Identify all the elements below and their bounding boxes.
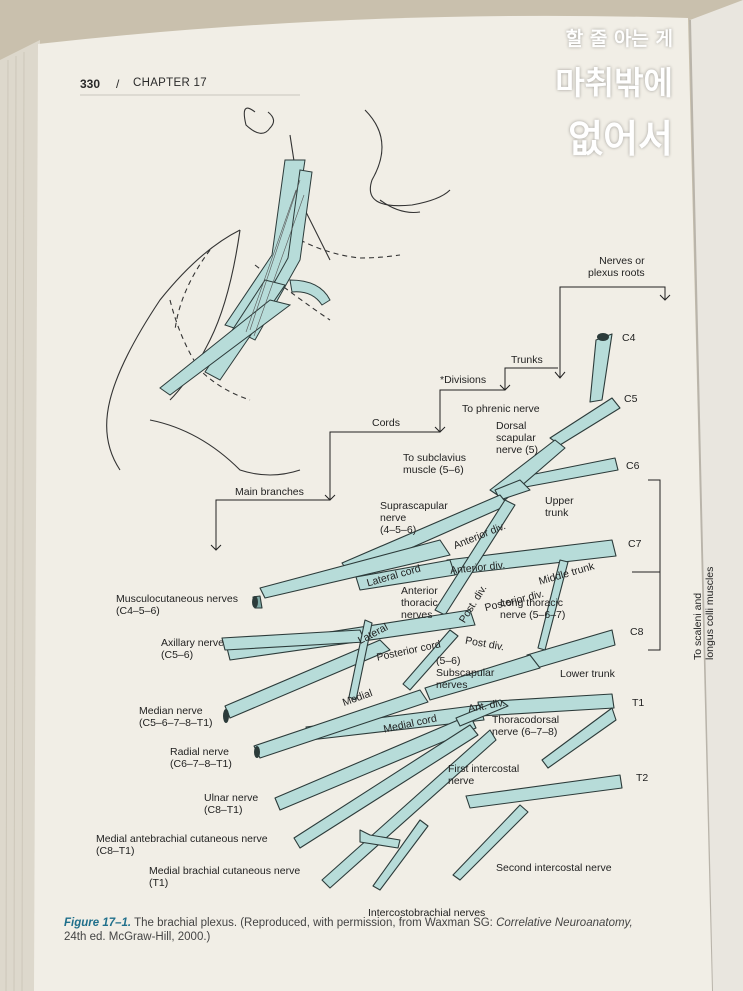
label-main-branches: Main branches bbox=[235, 486, 304, 498]
page-number: 330 bbox=[80, 77, 101, 91]
label-subscapular: (5–6) Subscapular nerves bbox=[436, 655, 495, 691]
label-thoracodorsal: Thoracodorsal nerve (6–7–8) bbox=[492, 714, 560, 738]
label-divisions: *Divisions bbox=[440, 374, 487, 386]
header-separator: / bbox=[116, 77, 120, 91]
label-c6: C6 bbox=[626, 460, 640, 472]
label-axillary: Axillary nerve (C5–6) bbox=[161, 637, 225, 661]
label-med-antebrachial: Medial antebrachial cutaneous nerve (C8–… bbox=[96, 833, 268, 857]
label-intercostobrachial: Intercostobrachial nerves bbox=[368, 907, 486, 919]
caption-book: Correlative Neuroanatomy, bbox=[496, 917, 633, 929]
label-c7: C7 bbox=[628, 538, 642, 550]
figure-caption: Figure 17–1. The brachial plexus. (Repro… bbox=[64, 916, 714, 944]
label-upper-trunk: Upper trunk bbox=[545, 495, 574, 519]
label-dorsal-scapular: Dorsal scapular nerve (5) bbox=[496, 420, 539, 456]
watermark-line3: 없어서 bbox=[568, 117, 673, 161]
label-long-thoracic: Long thoracic nerve (5–6–7) bbox=[500, 597, 566, 621]
label-to-phrenic: To phrenic nerve bbox=[462, 403, 540, 415]
label-ulnar: Ulnar nerve (C8–T1) bbox=[204, 792, 259, 816]
label-cords: Cords bbox=[372, 417, 401, 429]
label-c8: C8 bbox=[630, 626, 644, 638]
label-trunks: Trunks bbox=[511, 354, 543, 366]
label-anterior-thoracic: Anterior thoracic nerves bbox=[401, 585, 438, 621]
label-scaleni: To scaleni and longus colli muscles bbox=[692, 566, 716, 660]
watermark-line1: 할 줄 아는 게 bbox=[565, 28, 673, 50]
label-musculocutaneous: Musculocutaneous nerves (C4–5–6) bbox=[116, 593, 238, 617]
label-second-intercostal: Second intercostal nerve bbox=[496, 862, 612, 874]
watermark-line2: 마취밖에 bbox=[555, 64, 673, 102]
label-to-subclavius: To subclavius muscle (5–6) bbox=[403, 452, 467, 476]
label-c4: C4 bbox=[622, 332, 636, 344]
label-suprascapular: Suprascapular nerve (4–5–6) bbox=[380, 500, 448, 536]
label-t2: T2 bbox=[636, 772, 649, 784]
label-t1: T1 bbox=[632, 697, 645, 709]
caption-text-1: The brachial plexus. (Reproduced, with p… bbox=[131, 917, 497, 929]
label-med-brachial: Medial brachial cutaneous nerve (T1) bbox=[149, 865, 301, 889]
label-first-intercostal: First intercostal nerve bbox=[448, 763, 520, 787]
caption-figure-number: Figure 17–1. bbox=[64, 917, 132, 929]
chapter-title: CHAPTER 17 bbox=[133, 77, 207, 89]
label-median: Median nerve (C5–6–7–8–T1) bbox=[139, 705, 213, 729]
caption-text-2: 24th ed. McGraw-Hill, 2000.) bbox=[64, 931, 211, 943]
label-c5: C5 bbox=[624, 393, 638, 405]
label-nerves-roots: Nerves or plexus roots bbox=[588, 255, 645, 279]
label-lower-trunk: Lower trunk bbox=[560, 668, 615, 680]
label-radial: Radial nerve (C6–7–8–T1) bbox=[170, 746, 232, 770]
